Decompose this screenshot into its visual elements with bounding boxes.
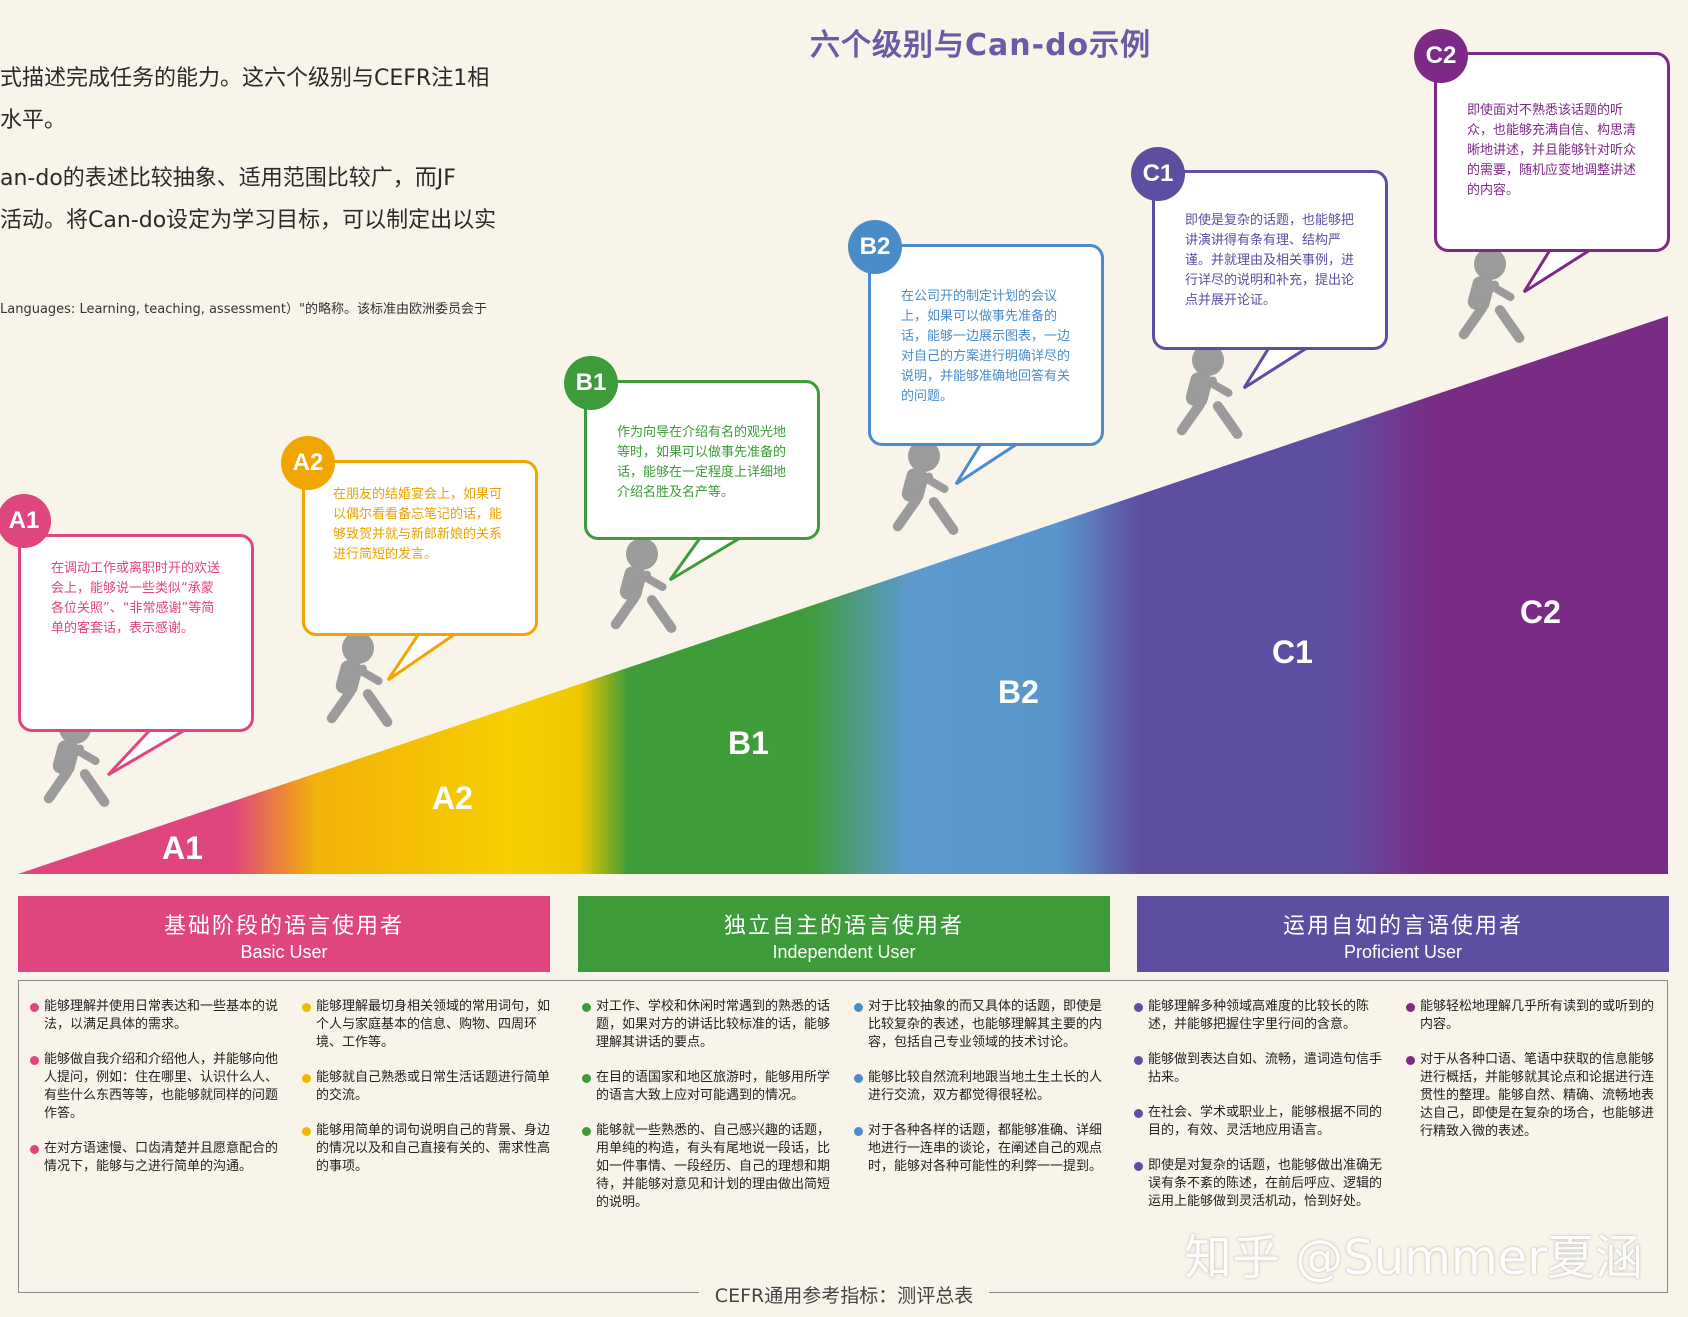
bullet-dot-icon [302,1074,311,1083]
bullet-dot-icon [1134,1056,1143,1065]
page-title: 六个级别与Can-do示例 [810,28,1152,63]
bullet-dot-icon [302,1127,311,1136]
bubble-tails [106,248,1596,777]
bullet-dot-icon [854,1003,863,1012]
band-label-b2: B2 [998,674,1039,710]
stage-basic-user: 基础阶段的语言使用者 Basic User [18,896,550,972]
runner-icon-a2 [326,632,393,727]
descriptor-item: 能够做到表达自如、流畅，遣词造句信手拈来。 [1134,1051,1392,1087]
descriptor-item: 即使是对复杂的话题，也能够做出准确无误有条不紊的陈述，在前后呼应、逻辑的运用上能… [1134,1157,1392,1211]
runner-icon-b1 [610,538,677,633]
descriptor-item: 能够用简单的词句说明自己的背景、身边的情况以及和自己直接有关的、需求性高的事项。 [302,1122,560,1176]
stage-independent-user: 独立自主的语言使用者 Independent User [578,896,1110,972]
descriptor-item: 对于各种各样的话题，都能够准确、详细地进行一连串的谈论，在阐述自己的观点时，能够… [854,1122,1112,1176]
descriptor-column-a1: 能够理解并使用日常表达和一些基本的说法，以满足具体的需求。 能够做自我介绍和介绍… [30,998,288,1193]
bubble-c1: 即使是复杂的话题，也能够把讲演讲得有条有理、结构严谨。并就理由及相关事例，进行详… [1152,170,1388,350]
bubble-b2: 在公司开的制定计划的会议上，如果可以做事先准备的话，能够一边展示图表，一边对自己… [868,244,1104,446]
bubble-b1: 作为向导在介绍有名的观光地等时，如果可以做事先准备的话，能够在一定程度上详细地介… [584,380,820,540]
bullet-dot-icon [1134,1162,1143,1171]
bullet-dot-icon [582,1074,591,1083]
level-badge-c2: C2 [1414,29,1468,83]
bullet-dot-icon [30,1056,39,1065]
bubble-tail-c1 [1242,344,1316,390]
watermark: 知乎 @Summer夏涵 [1184,1230,1643,1286]
bullet-dot-icon [1134,1003,1143,1012]
descriptor-column-a2: 能够理解最切身相关领域的常用词句，如个人与家庭基本的信息、购物、四周环境、工作等… [302,998,560,1193]
bubble-a1-text: 在调动工作或离职时开的欢送会上，能够说一些类似“承蒙各位关照”、“非常感谢”等简… [51,561,221,636]
descriptor-item: 能够就一些熟悉的、自己感兴趣的话题，用单纯的构造，有头有尾地说一段话，比如一件事… [582,1122,840,1212]
band-label-c1: C1 [1272,634,1313,670]
level-badge-c1: C1 [1131,147,1185,201]
descriptor-item: 能够理解并使用日常表达和一些基本的说法，以满足具体的需求。 [30,998,288,1034]
stage-basic-user-cn: 基础阶段的语言使用者 [163,914,404,939]
bubble-c2: 即使面对不熟悉该话题的听众，也能够充满自信、构思清晰地讲述，并且能够针对听众的需… [1434,52,1670,252]
intro-line-1: 式描述完成任务的能力。这六个级别与CEFR注1相 [0,66,490,91]
level-badge-b1: B1 [564,356,618,410]
runner-figures [43,248,1525,807]
descriptor-item: 能够理解多种领域高难度的比较长的陈述，并能够把握住字里行间的含意。 [1134,998,1392,1034]
bullet-dot-icon [30,1003,39,1012]
bullet-dot-icon [854,1127,863,1136]
ramp-triangle [18,316,1668,874]
bubble-a2: 在朋友的结婚宴会上，如果可以偶尔看看备忘笔记的话，能够致贺并就与新郎新娘的关系进… [302,460,538,636]
descriptor-item: 对于从各种口语、笔语中获取的信息能够进行概括，并能够就其论点和论据进行连贯性的整… [1406,1051,1664,1141]
level-ramp-graphic [18,248,1668,874]
descriptor-column-c2: 能够轻松地理解几乎所有读到的或听到的内容。 对于从各种口语、笔语中获取的信息能够… [1406,998,1664,1158]
descriptor-item: 能够理解最切身相关领域的常用词句，如个人与家庭基本的信息、购物、四周环境、工作等… [302,998,560,1052]
bubble-tail-b2 [954,440,1026,486]
stage-proficient-user: 运用自如的言语使用者 Proficient User [1137,896,1669,972]
bullet-dot-icon [582,1003,591,1012]
runner-icon-c2 [1458,248,1525,343]
descriptor-column-c1: 能够理解多种领域高难度的比较长的陈述，并能够把握住字里行间的含意。 能够做到表达… [1134,998,1392,1228]
bubble-b2-text: 在公司开的制定计划的会议上，如果可以做事先准备的话，能够一边展示图表，一边对自己… [901,289,1071,404]
descriptor-item: 在目的语国家和地区旅游时，能够用所学的语言大致上应对可能遇到的情况。 [582,1069,840,1105]
bullet-dot-icon [1406,1003,1415,1012]
bullet-dot-icon [582,1127,591,1136]
bullet-dot-icon [1134,1109,1143,1118]
bubble-tail-c2 [1522,248,1596,294]
descriptor-item: 在对方语速慢、口齿清楚并且愿意配合的情况下，能够与之进行简单的沟通。 [30,1140,288,1176]
bubble-a1: 在调动工作或离职时开的欢送会上，能够说一些类似“承蒙各位关照”、“非常感谢”等简… [18,534,254,732]
descriptor-item: 能够轻松地理解几乎所有读到的或听到的内容。 [1406,998,1664,1034]
descriptor-item: 对工作、学校和休闲时常遇到的熟悉的话题，如果对方的讲话比较标准的话，能够理解其讲… [582,998,840,1052]
descriptor-item: 能够就自己熟悉或日常生活话题进行简单的交流。 [302,1069,560,1105]
stage-proficient-user-en: Proficient User [1343,942,1463,962]
bubble-c1-text: 即使是复杂的话题，也能够把讲演讲得有条有理、结构严谨。并就理由及相关事例，进行详… [1185,213,1355,308]
intro-footnote: Languages: Learning, teaching, assessmen… [0,302,487,317]
intro-line-3: an-do的表述比较抽象、适用范围比较广，而JF [0,166,456,191]
bubble-tail-b1 [668,536,746,582]
bullet-dot-icon [30,1145,39,1154]
stage-proficient-user-cn: 运用自如的言语使用者 [1282,914,1523,939]
descriptor-item: 能够做自我介绍和介绍他人，并能够向他人提问，例如：住在哪里、认识什么人、有些什么… [30,1051,288,1123]
band-label-b1: B1 [728,725,769,761]
stage-basic-user-en: Basic User [240,942,328,962]
band-label-c2: C2 [1520,594,1561,630]
descriptor-item: 对于比较抽象的而又具体的话题，即使是比较复杂的表述，也能够理解其主要的内容，包括… [854,998,1112,1052]
runner-icon-c1 [1176,344,1243,439]
bubble-tail-a1 [106,728,191,777]
bullet-dot-icon [302,1003,311,1012]
level-badge-b2: B2 [848,220,902,274]
runner-icon-b2 [892,440,959,535]
level-badge-a2: A2 [281,436,335,490]
bubble-c2-text: 即使面对不熟悉该话题的听众，也能够充满自信、构思清晰地讲述，并且能够针对听众的需… [1467,103,1637,198]
intro-line-4: 活动。将Can-do设定为学习目标，可以制定出以实 [0,208,497,233]
bubble-a2-text: 在朋友的结婚宴会上，如果可以偶尔看看备忘笔记的话，能够致贺并就与新郎新娘的关系进… [333,487,503,562]
bubble-tail-a2 [386,630,463,682]
bubble-b1-text: 作为向导在介绍有名的观光地等时，如果可以做事先准备的话，能够在一定程度上详细地介… [617,425,787,500]
stage-independent-user-cn: 独立自主的语言使用者 [723,914,964,939]
descriptor-column-b2: 对于比较抽象的而又具体的话题，即使是比较复杂的表述，也能够理解其主要的内容，包括… [854,998,1112,1193]
figure-caption: CEFR通用参考指标：测评总表 [0,1281,1688,1308]
bullet-dot-icon [1406,1056,1415,1065]
stage-independent-user-en: Independent User [772,942,916,962]
level-badge-a1: A1 [0,494,51,548]
bullet-dot-icon [854,1074,863,1083]
descriptor-item: 在社会、学术或职业上，能够根据不同的目的，有效、灵活地应用语言。 [1134,1104,1392,1140]
intro-line-2: 水平。 [0,108,67,133]
band-label-a1: A1 [162,830,203,866]
descriptor-item: 能够比较自然流利地跟当地土生土长的人进行交流，双方都觉得很轻松。 [854,1069,1112,1105]
band-label-a2: A2 [432,780,473,816]
descriptor-column-b1: 对工作、学校和休闲时常遇到的熟悉的话题，如果对方的讲话比较标准的话，能够理解其讲… [582,998,840,1229]
